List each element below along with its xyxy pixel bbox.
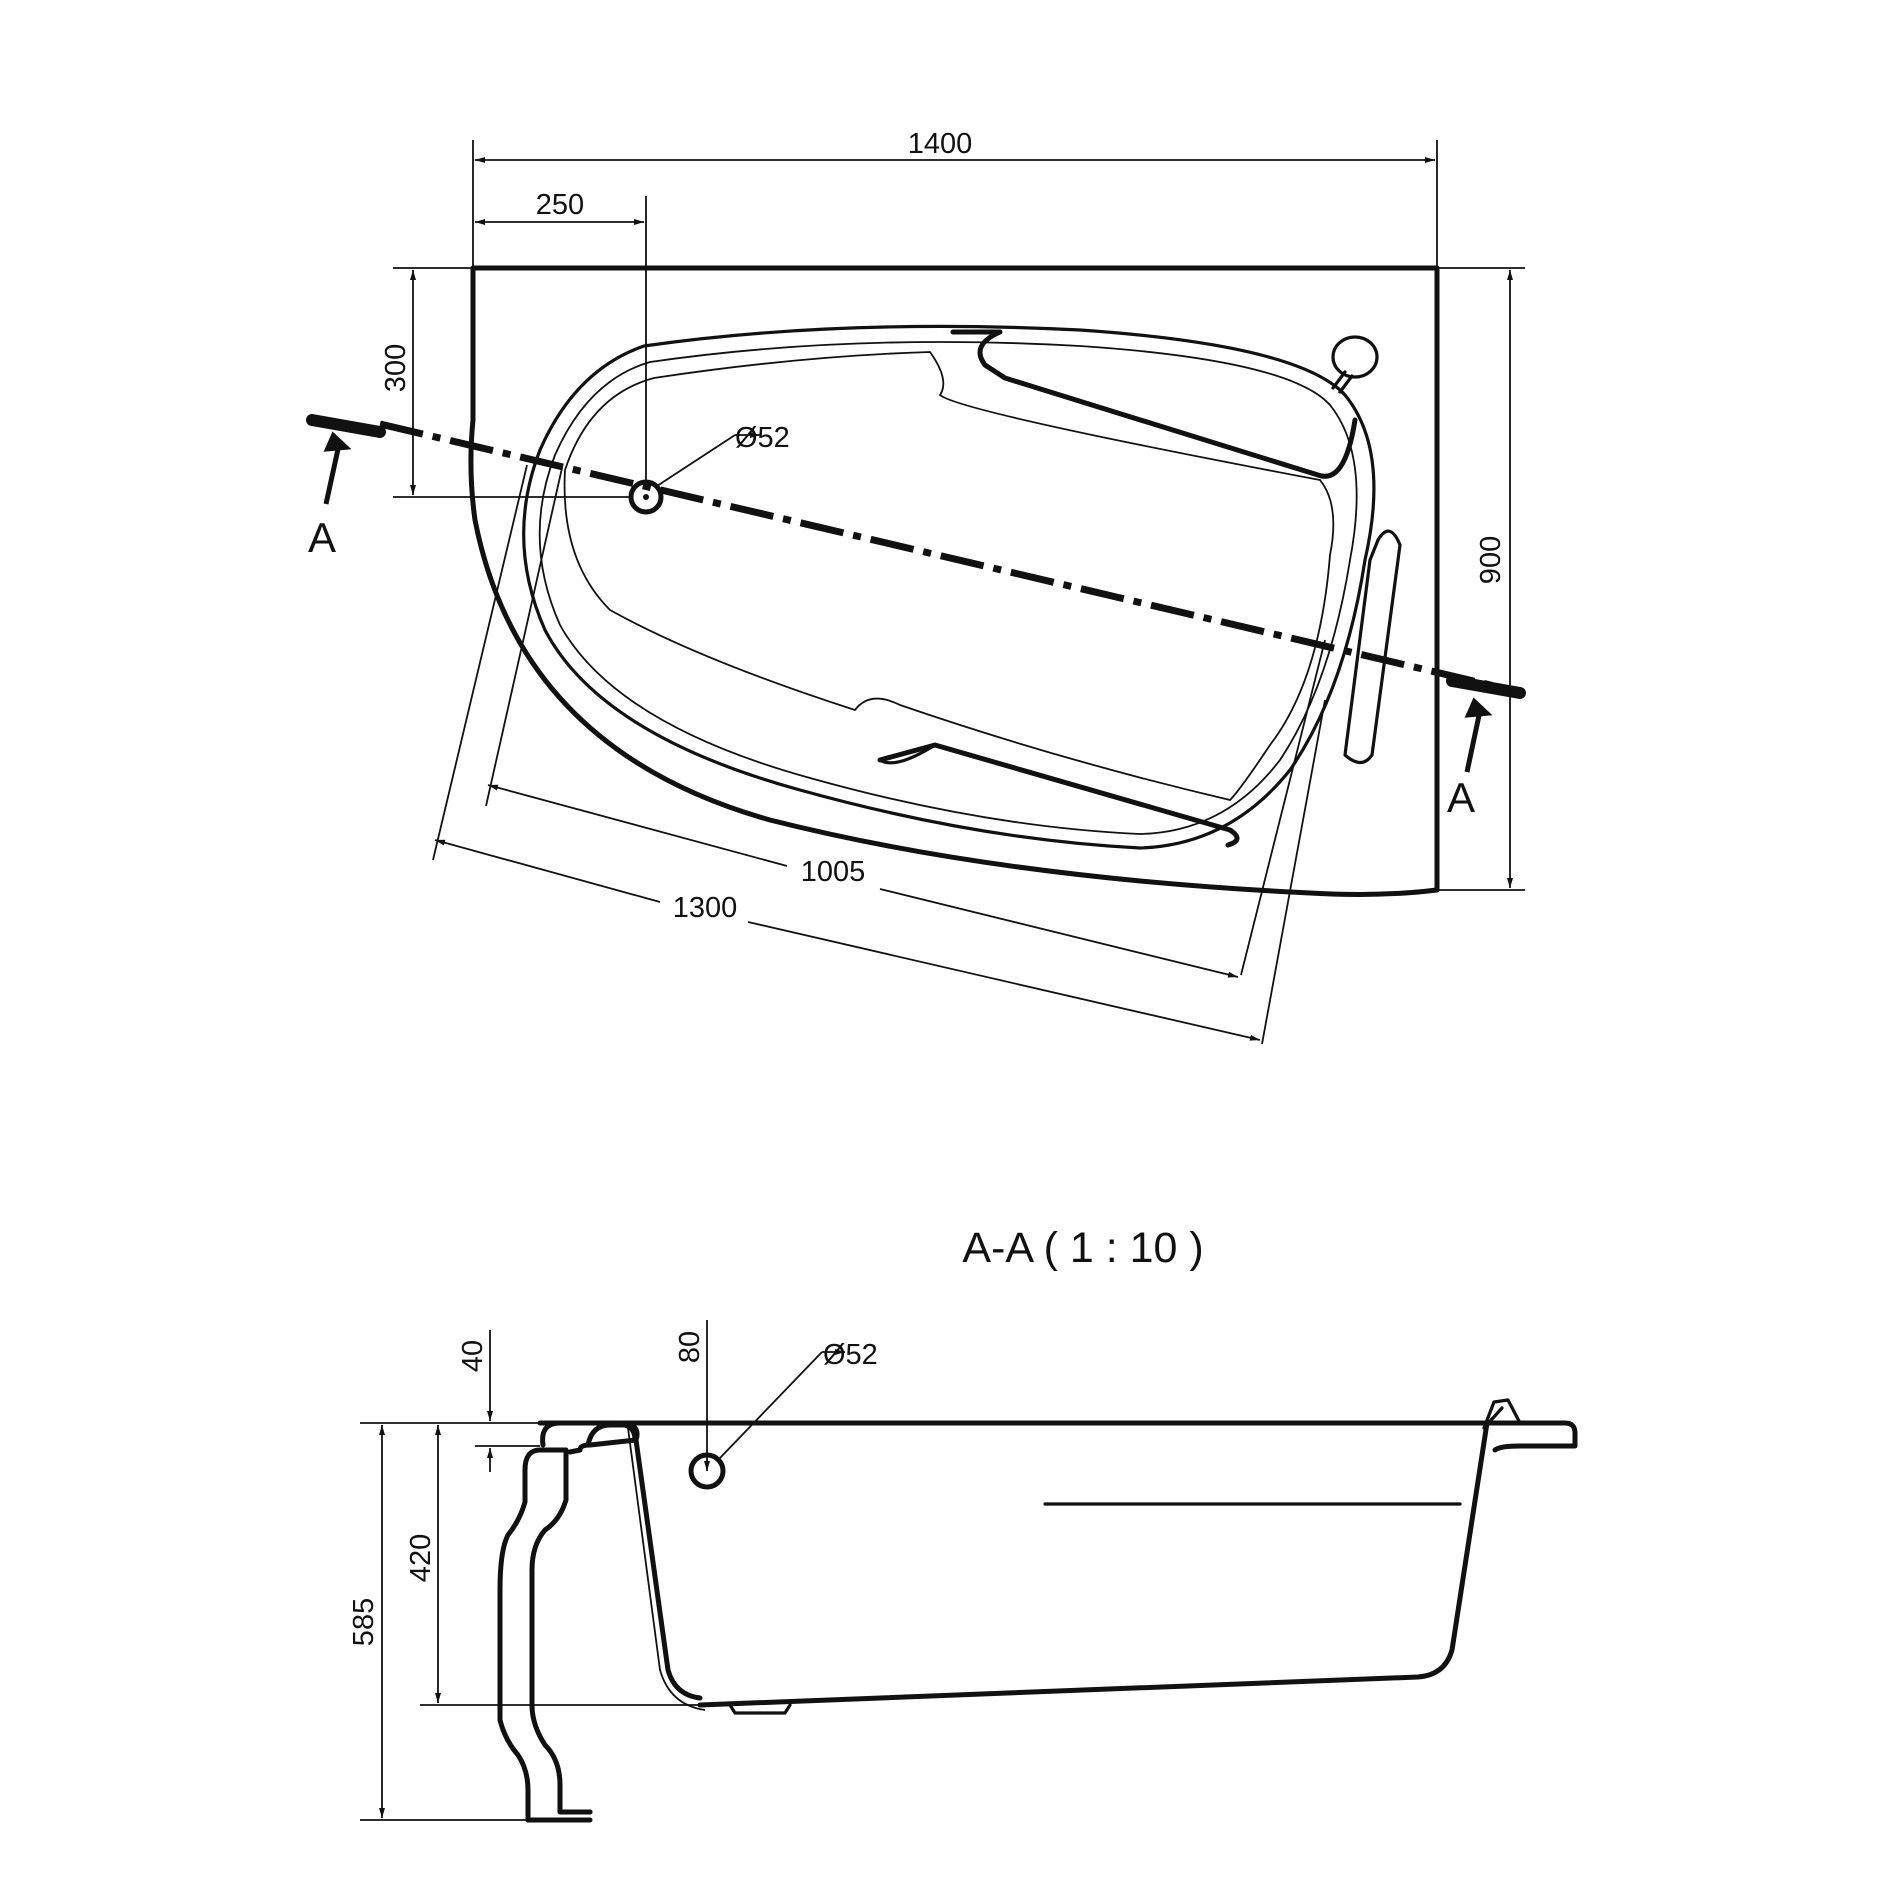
left-tub-wall-inner <box>627 1427 706 1711</box>
overflow-handle-icon <box>1482 1398 1522 1430</box>
plan-view: A A 1400 250 900 300 Ø52 1005 1300 <box>306 128 1526 1045</box>
section-arrow-right-icon <box>1464 697 1493 773</box>
dimension-line-1300-a <box>434 839 661 903</box>
section-title: A-A ( 1 : 10 ) <box>962 1224 1203 1272</box>
headrest-groove <box>950 329 1358 479</box>
extension-lines-585 <box>360 1422 540 1821</box>
support-foot <box>497 1447 593 1823</box>
leader-diameter-section <box>717 1352 845 1461</box>
section-mark-left: A <box>308 514 336 561</box>
drain-fitting <box>728 1703 792 1715</box>
drain-diameter-plan: Ø52 <box>735 422 790 454</box>
extension-lines-1400 <box>472 140 1438 268</box>
grab-handle <box>1343 529 1402 765</box>
dimension-900: 900 <box>1475 536 1507 584</box>
tub-basin-floor <box>563 351 1335 801</box>
section-line-end-left <box>306 414 386 438</box>
dimension-1300: 1300 <box>673 892 738 924</box>
dimension-40: 40 <box>457 1340 489 1372</box>
dimension-250: 250 <box>536 189 584 221</box>
dimension-1400: 1400 <box>908 128 973 160</box>
dimension-420: 420 <box>405 1534 437 1582</box>
leader-diameter-plan <box>656 435 760 487</box>
section-line-a-a <box>379 420 1513 694</box>
dimension-line-1005-a <box>487 784 788 867</box>
side-groove-lower <box>877 742 1240 848</box>
extension-lines-300 <box>393 267 631 498</box>
side-groove-lower-tip <box>878 743 937 765</box>
dimension-line-1300-b <box>747 921 1261 1041</box>
wall-line-right-inner <box>1240 639 1326 976</box>
dimension-80: 80 <box>674 1331 706 1363</box>
section-arrow-left-icon <box>323 431 352 505</box>
support-foot-base <box>525 1809 593 1823</box>
dimension-585: 585 <box>348 1598 380 1646</box>
tub-floor <box>697 1420 1490 1708</box>
wall-line-left-outer <box>432 464 528 861</box>
section-mark-right: A <box>1447 774 1475 821</box>
overflow-diameter-section: Ø52 <box>823 1339 878 1371</box>
overflow-knob-stem <box>1331 370 1354 394</box>
left-rim-inner <box>585 1422 638 1448</box>
tub-outer-outline <box>468 265 1440 897</box>
extension-lines-900 <box>1437 267 1525 891</box>
overflow-knob-icon <box>1331 335 1379 379</box>
drain-center <box>643 494 649 500</box>
left-tub-wall <box>633 1437 703 1701</box>
tub-basin-rim <box>538 341 1358 835</box>
section-view: A-A ( 1 : 10 ) 585 420 <box>348 1224 1578 1823</box>
right-rim <box>1484 1420 1578 1453</box>
dimension-1005: 1005 <box>801 856 866 888</box>
left-rim-flange <box>540 1420 640 1455</box>
dimension-line-1005-b <box>879 888 1239 978</box>
wall-line-left-inner <box>485 467 563 807</box>
dimension-300: 300 <box>380 344 412 392</box>
wall-line-right-outer <box>1261 699 1326 1045</box>
